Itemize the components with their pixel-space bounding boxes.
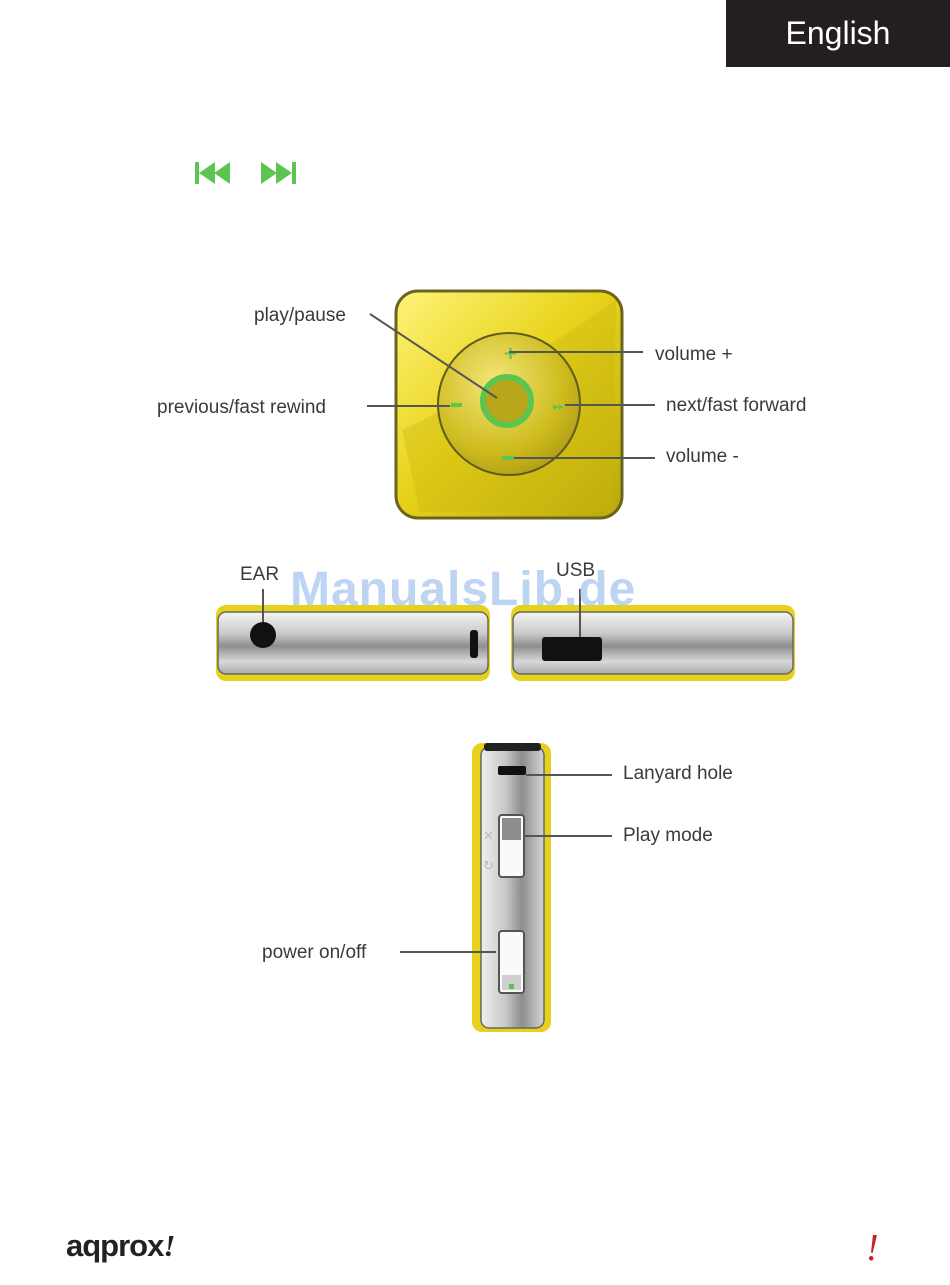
ear-label: EAR <box>240 564 279 585</box>
brand-logo: aqprox! <box>66 1228 174 1264</box>
side-view: ✕ ↻ Lanyard hole Play mode power on/off <box>262 743 733 1032</box>
svg-text:✕: ✕ <box>483 829 494 844</box>
next-label: next/fast forward <box>666 395 806 416</box>
volume-up-label: volume + <box>655 344 733 365</box>
front-view: + ▸▸ play/pause volume + previous/fast r… <box>157 291 806 518</box>
brand-name: aqprox <box>66 1228 163 1263</box>
volume-up-glyph: + <box>503 343 518 364</box>
lanyard-hole <box>498 766 526 775</box>
usb-port <box>542 637 602 661</box>
page-mark: ! <box>866 1226 879 1270</box>
volume-down-label: volume - <box>666 446 739 467</box>
previous-glyph <box>451 403 462 407</box>
earphone-jack <box>250 622 276 648</box>
previous-label: previous/fast rewind <box>157 397 326 418</box>
lanyard-label: Lanyard hole <box>623 763 733 784</box>
play-pause-label: play/pause <box>254 305 346 326</box>
next-glyph: ▸▸ <box>553 400 565 413</box>
volume-down-glyph <box>502 456 514 460</box>
svg-text:↻: ↻ <box>483 859 494 874</box>
brand-mark: ! <box>163 1228 174 1263</box>
watermark: ManualsLib.de <box>290 562 636 617</box>
play-mode-label: Play mode <box>623 825 713 846</box>
play-pause-button[interactable] <box>483 377 531 425</box>
power-label: power on/off <box>262 942 367 963</box>
